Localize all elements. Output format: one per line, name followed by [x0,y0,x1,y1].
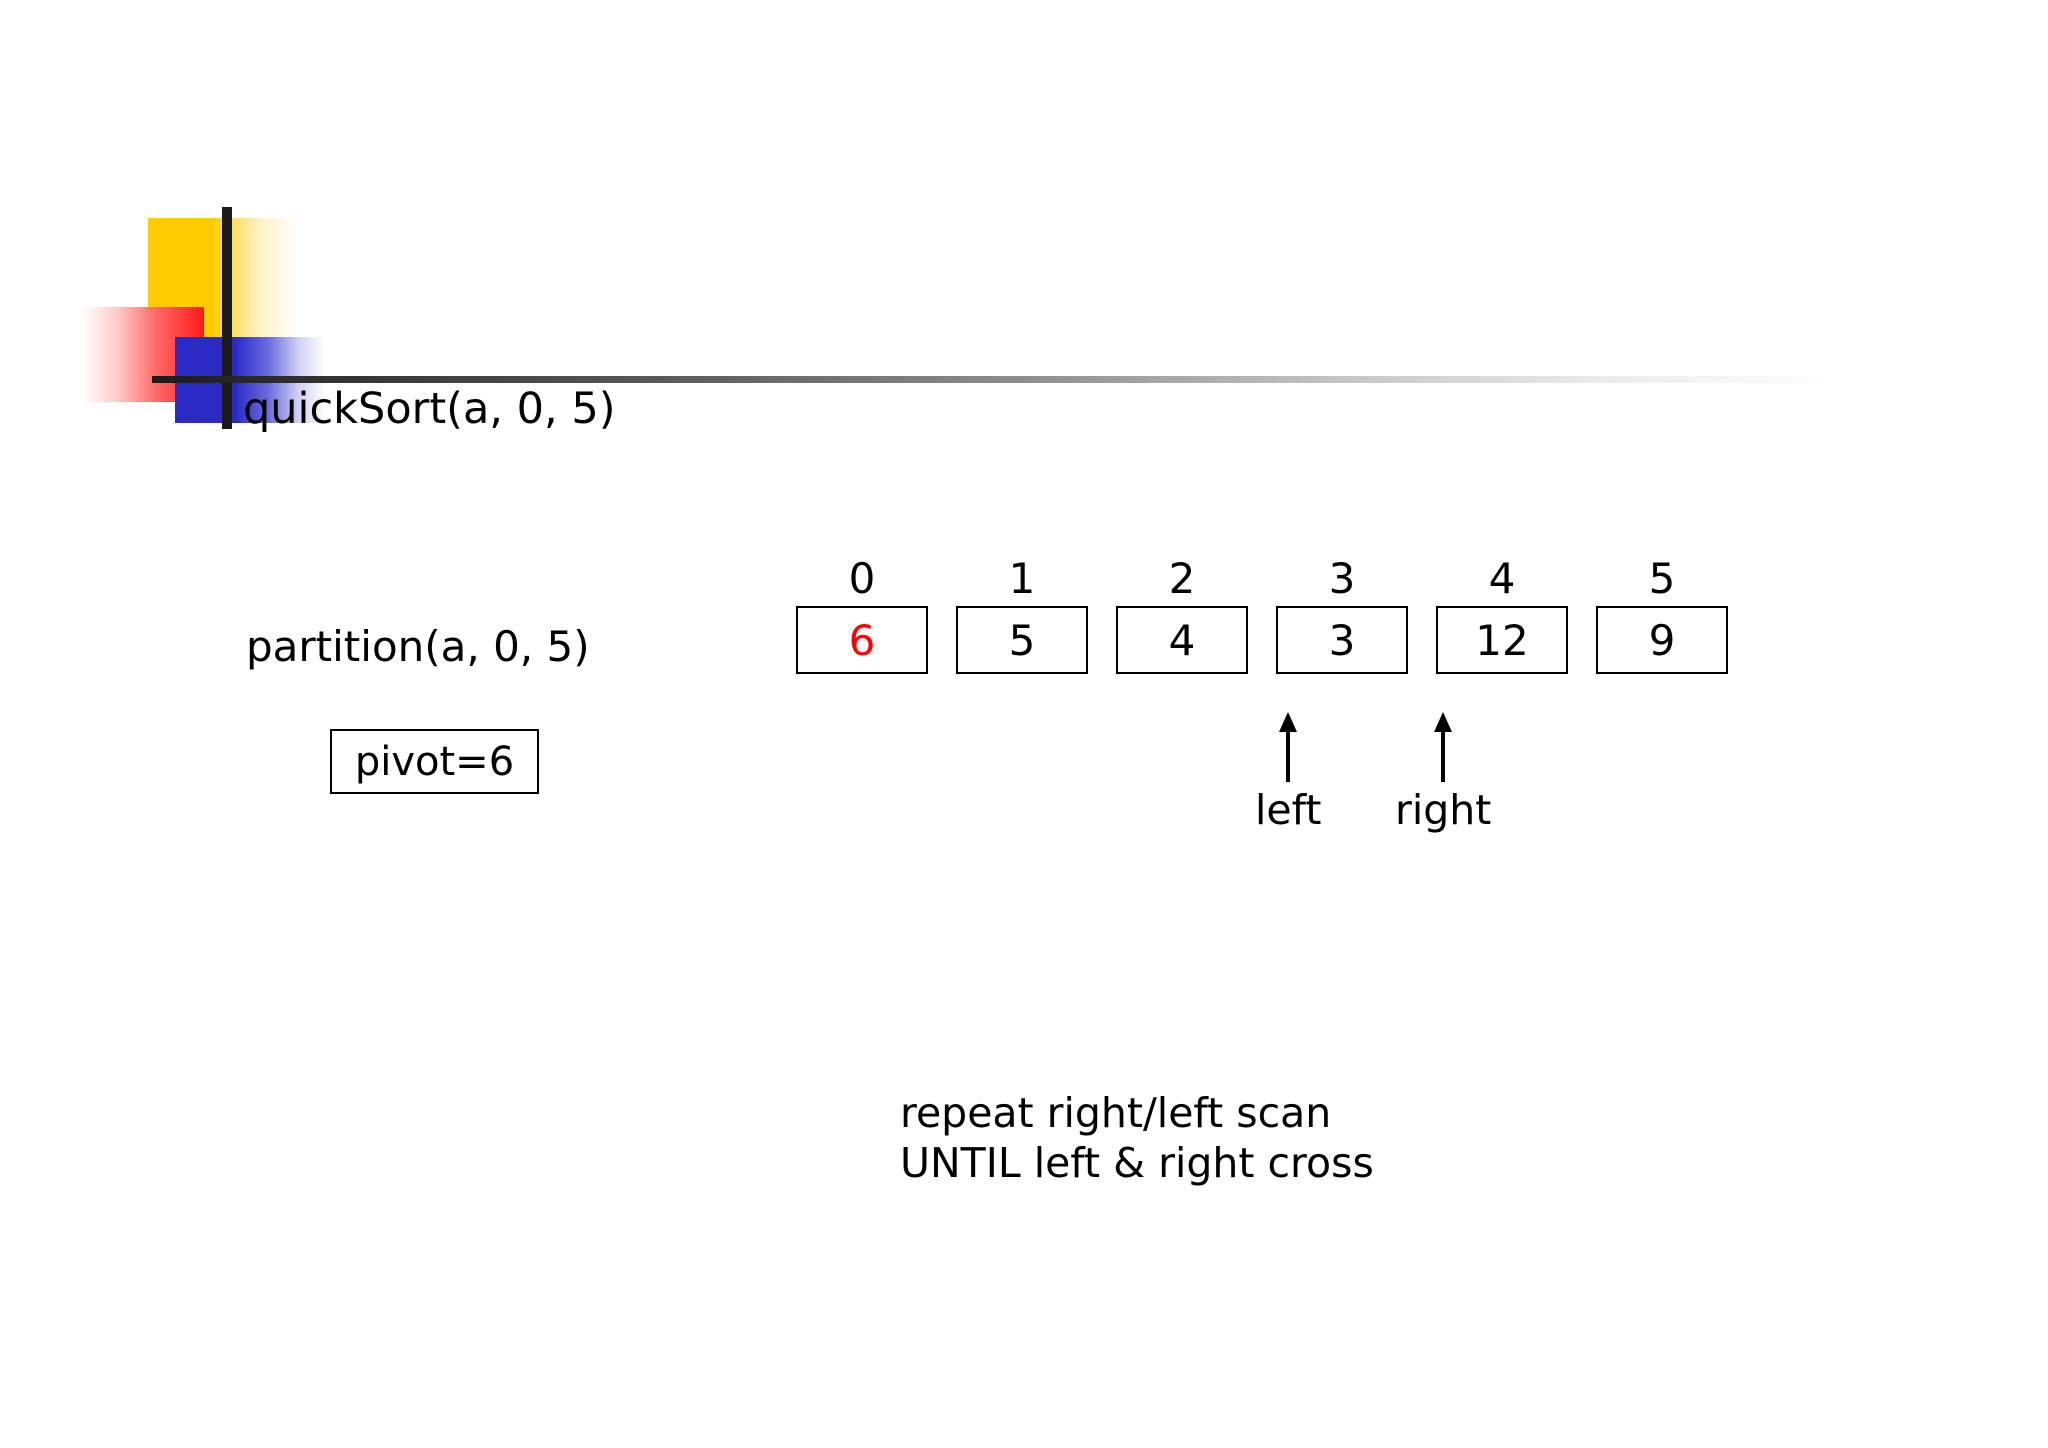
array-box-4: 12 [1436,606,1568,674]
array-box-2: 4 [1116,606,1248,674]
header-divider-rule [152,376,1842,383]
array-value-5: 9 [1648,615,1676,665]
array-box-5: 9 [1596,606,1728,674]
array-value-1: 5 [1008,615,1036,665]
array-value-3: 3 [1328,615,1356,665]
note-line-2: UNTIL left & right cross [900,1139,1374,1188]
array-index-2: 2 [1168,554,1196,603]
array-box-1: 5 [956,606,1088,674]
array-value-4: 12 [1475,615,1529,665]
pointer-left: left [1255,712,1321,831]
pivot-box: pivot=6 [330,729,539,794]
array-value-2: 4 [1168,615,1196,665]
pivot-box-label: pivot=6 [354,738,515,785]
array-index-5: 5 [1648,554,1676,603]
pointer-left-label: left [1255,786,1322,834]
array-cell-0: 0 6 [796,558,928,674]
array-cell-5: 5 9 [1596,558,1728,674]
array-index-3: 3 [1328,554,1356,603]
array-visualization: 0 6 1 5 2 4 3 3 [796,558,1728,674]
logo-vertical-bar-icon [222,207,232,429]
arrow-up-icon [1279,712,1298,782]
array-index-4: 4 [1488,554,1516,603]
page-title: quickSort(a, 0, 5) [243,384,616,434]
array-cell-4: 4 12 [1436,558,1568,674]
array-cell-1: 1 5 [956,558,1088,674]
array-index-0: 0 [848,554,876,603]
array-box-0: 6 [796,606,928,674]
pointer-right: right [1395,712,1491,831]
array-value-0: 6 [848,615,876,665]
array-row: 0 6 1 5 2 4 3 3 [796,558,1728,674]
array-index-1: 1 [1008,554,1036,603]
arrow-up-icon [1434,712,1453,782]
array-cell-3: 3 3 [1276,558,1408,674]
pointer-right-label: right [1395,786,1492,834]
array-box-3: 3 [1276,606,1408,674]
array-cell-2: 2 4 [1116,558,1248,674]
note-line-1: repeat right/left scan [900,1089,1332,1137]
note-block: repeat right/left scan UNTIL left & righ… [900,1088,1374,1188]
partition-call-label: partition(a, 0, 5) [246,622,590,671]
